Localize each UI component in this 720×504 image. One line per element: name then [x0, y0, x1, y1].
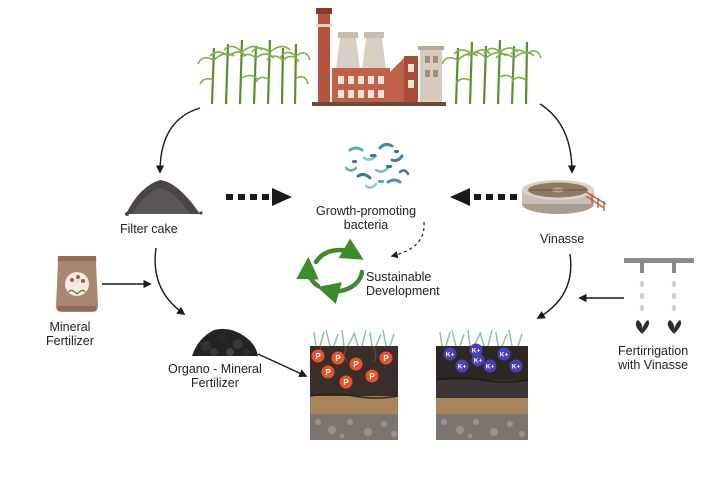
arrow-factory-to-filter-cake: [155, 107, 201, 174]
badge-text: P: [325, 368, 331, 377]
potassium-badge: [455, 359, 469, 373]
badge-text: P: [369, 372, 375, 381]
arrow-filter-cake-to-organo: [154, 247, 186, 315]
sugarcane-leaves-left: [197, 45, 311, 85]
potassium-badge: [509, 359, 523, 373]
phosphorus-badge: [339, 375, 353, 389]
arrow-factory-to-vinasse: [539, 103, 577, 174]
potassium-badge: [469, 343, 483, 357]
potassium-badges: K+ K+ K+ K+ K+ K+ K+: [443, 343, 523, 373]
phosphorus-badge: [379, 351, 393, 365]
arrow-organo-to-soil: [257, 353, 308, 378]
badge-text: P: [335, 354, 341, 363]
phosphorus-badges: P P P P P P P: [311, 349, 393, 389]
soil-block-right: [435, 329, 529, 440]
vinasse-tank-icon: [522, 180, 607, 214]
compost-pile-icon: [125, 180, 203, 216]
badge-text: P: [315, 352, 321, 361]
fertilizer-bag-icon: [56, 256, 98, 312]
badge-text: K+: [458, 364, 467, 371]
badge-text: P: [343, 378, 349, 387]
badge-text: K+: [472, 348, 481, 355]
badge-text: P: [353, 360, 359, 369]
sugarcane-icon-left: [210, 39, 298, 105]
phosphorus-badge: [331, 351, 345, 365]
dotted-arrow-vinasse-to-bacteria: [450, 188, 517, 206]
bacteria-cells: [352, 150, 399, 183]
potassium-badge: [483, 359, 497, 373]
phosphorus-badge: [321, 365, 335, 379]
sprinkler-icon: [624, 258, 694, 334]
badge-text: K+: [512, 364, 521, 371]
badge-text: P: [383, 354, 389, 363]
soil-block-left: [309, 329, 399, 440]
badge-text: K+: [474, 358, 483, 365]
phosphorus-badge: [311, 349, 325, 363]
sugarcane-icon-right: [454, 39, 529, 105]
dotted-arrow-filter-cake-to-bacteria: [226, 188, 292, 206]
potassium-badge: [471, 353, 485, 367]
arrow-vinasse-to-soil: [536, 253, 572, 319]
badge-text: K+: [486, 364, 495, 371]
vinasse-label: Vinasse: [540, 232, 585, 246]
sugarcane-leaves-right: [441, 47, 542, 85]
phosphorus-badge: [365, 369, 379, 383]
badge-text: K+: [446, 352, 455, 359]
potassium-badge: [443, 347, 457, 361]
phosphorus-badge: [349, 357, 363, 371]
filter-cake-label: Filter cake: [120, 222, 178, 236]
badge-text: K+: [500, 352, 509, 359]
cycle-arrows-icon: [296, 238, 365, 304]
potassium-badge: [497, 347, 511, 361]
organo-mineral-pile-icon: [192, 328, 258, 356]
factory-icon: [312, 8, 446, 106]
